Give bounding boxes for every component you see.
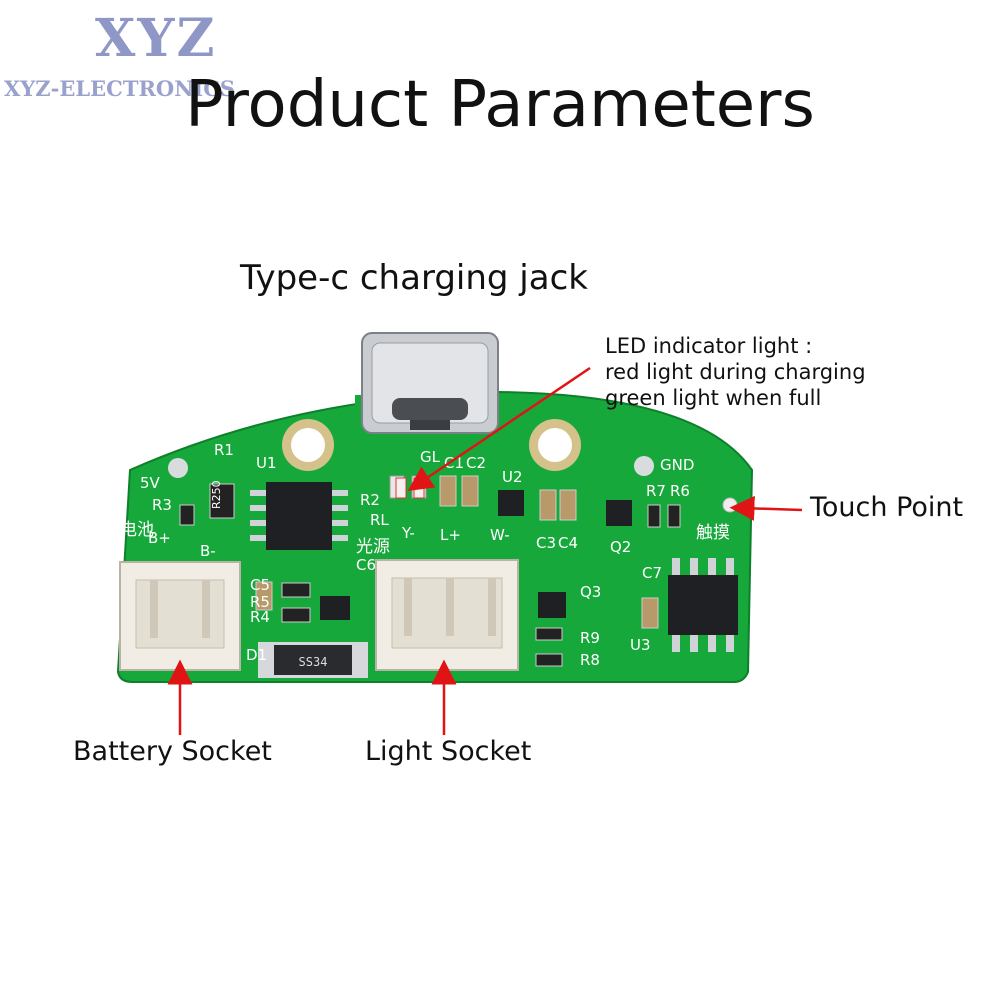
svg-text:U1: U1 (256, 454, 277, 472)
brand-watermark: XYZ XYZ-ELECTRONICS (0, 0, 300, 110)
svg-text:RL: RL (370, 511, 389, 529)
typec-connector (361, 332, 499, 434)
svg-text:R250: R250 (210, 480, 223, 509)
svg-text:C5: C5 (250, 576, 270, 594)
svg-text:R3: R3 (152, 496, 172, 514)
led-line-3: green light when full (605, 386, 822, 410)
svg-text:W-: W- (490, 526, 510, 544)
svg-text:R7: R7 (646, 482, 666, 500)
arrow-touch (729, 495, 803, 521)
svg-text:U2: U2 (502, 468, 523, 486)
label-touch-point: Touch Point (810, 492, 964, 523)
watermark-subtitle: XYZ-ELECTRONICS (4, 76, 236, 101)
label-led-indicator: LED indicator light : red light during c… (605, 333, 866, 411)
pcb-body (116, 390, 754, 683)
light-socket (375, 559, 519, 671)
label-battery-socket: Battery Socket (73, 736, 272, 767)
svg-text:光源: 光源 (356, 537, 390, 557)
mounting-holes (168, 419, 738, 513)
svg-text:B-: B- (200, 542, 216, 560)
ic-u1 (250, 482, 348, 550)
svg-text:B+: B+ (148, 529, 171, 547)
svg-text:GL: GL (420, 448, 441, 466)
led-line-2: red light during charging (605, 360, 866, 384)
led-line-1: LED indicator light : (605, 334, 813, 358)
label-typec-jack: Type-c charging jack (240, 258, 588, 298)
diode-marking: SS34 (299, 655, 328, 669)
svg-text:5V: 5V (140, 474, 161, 492)
arrow-led (407, 366, 591, 491)
svg-text:R8: R8 (580, 651, 600, 669)
svg-text:C4: C4 (558, 534, 578, 552)
label-light-socket: Light Socket (365, 736, 532, 767)
svg-text:Y-: Y- (401, 524, 415, 542)
page-title: Product Parameters (185, 68, 815, 142)
svg-text:C1: C1 (444, 454, 464, 472)
svg-text:R1: R1 (214, 441, 234, 459)
svg-text:D1: D1 (246, 646, 267, 664)
svg-text:U3: U3 (630, 636, 651, 654)
svg-text:C2: C2 (466, 454, 486, 472)
svg-text:R6: R6 (670, 482, 690, 500)
silkscreen-labels: 5V GND R1 U1 R3 R2 GL C1 C2 U2 R7 R6 B+ … (120, 441, 730, 669)
ic-u3 (668, 558, 738, 652)
svg-text:R2: R2 (360, 491, 380, 509)
svg-text:电池: 电池 (120, 520, 154, 540)
svg-text:Q3: Q3 (580, 583, 601, 601)
svg-text:R5: R5 (250, 593, 270, 611)
svg-text:Q2: Q2 (610, 538, 631, 556)
diode-d1: SS34 (258, 642, 368, 678)
svg-text:C3: C3 (536, 534, 556, 552)
svg-text:C7: C7 (642, 564, 662, 582)
callout-arrows (167, 366, 803, 735)
svg-text:L+: L+ (440, 526, 461, 544)
battery-socket (119, 561, 241, 671)
transistors (320, 490, 632, 620)
svg-text:R4: R4 (250, 608, 270, 626)
svg-text:R9: R9 (580, 629, 600, 647)
svg-text:GND: GND (660, 456, 694, 474)
svg-text:触摸: 触摸 (696, 523, 730, 543)
svg-text:C6: C6 (356, 556, 376, 574)
watermark-brand: XYZ (95, 8, 217, 69)
